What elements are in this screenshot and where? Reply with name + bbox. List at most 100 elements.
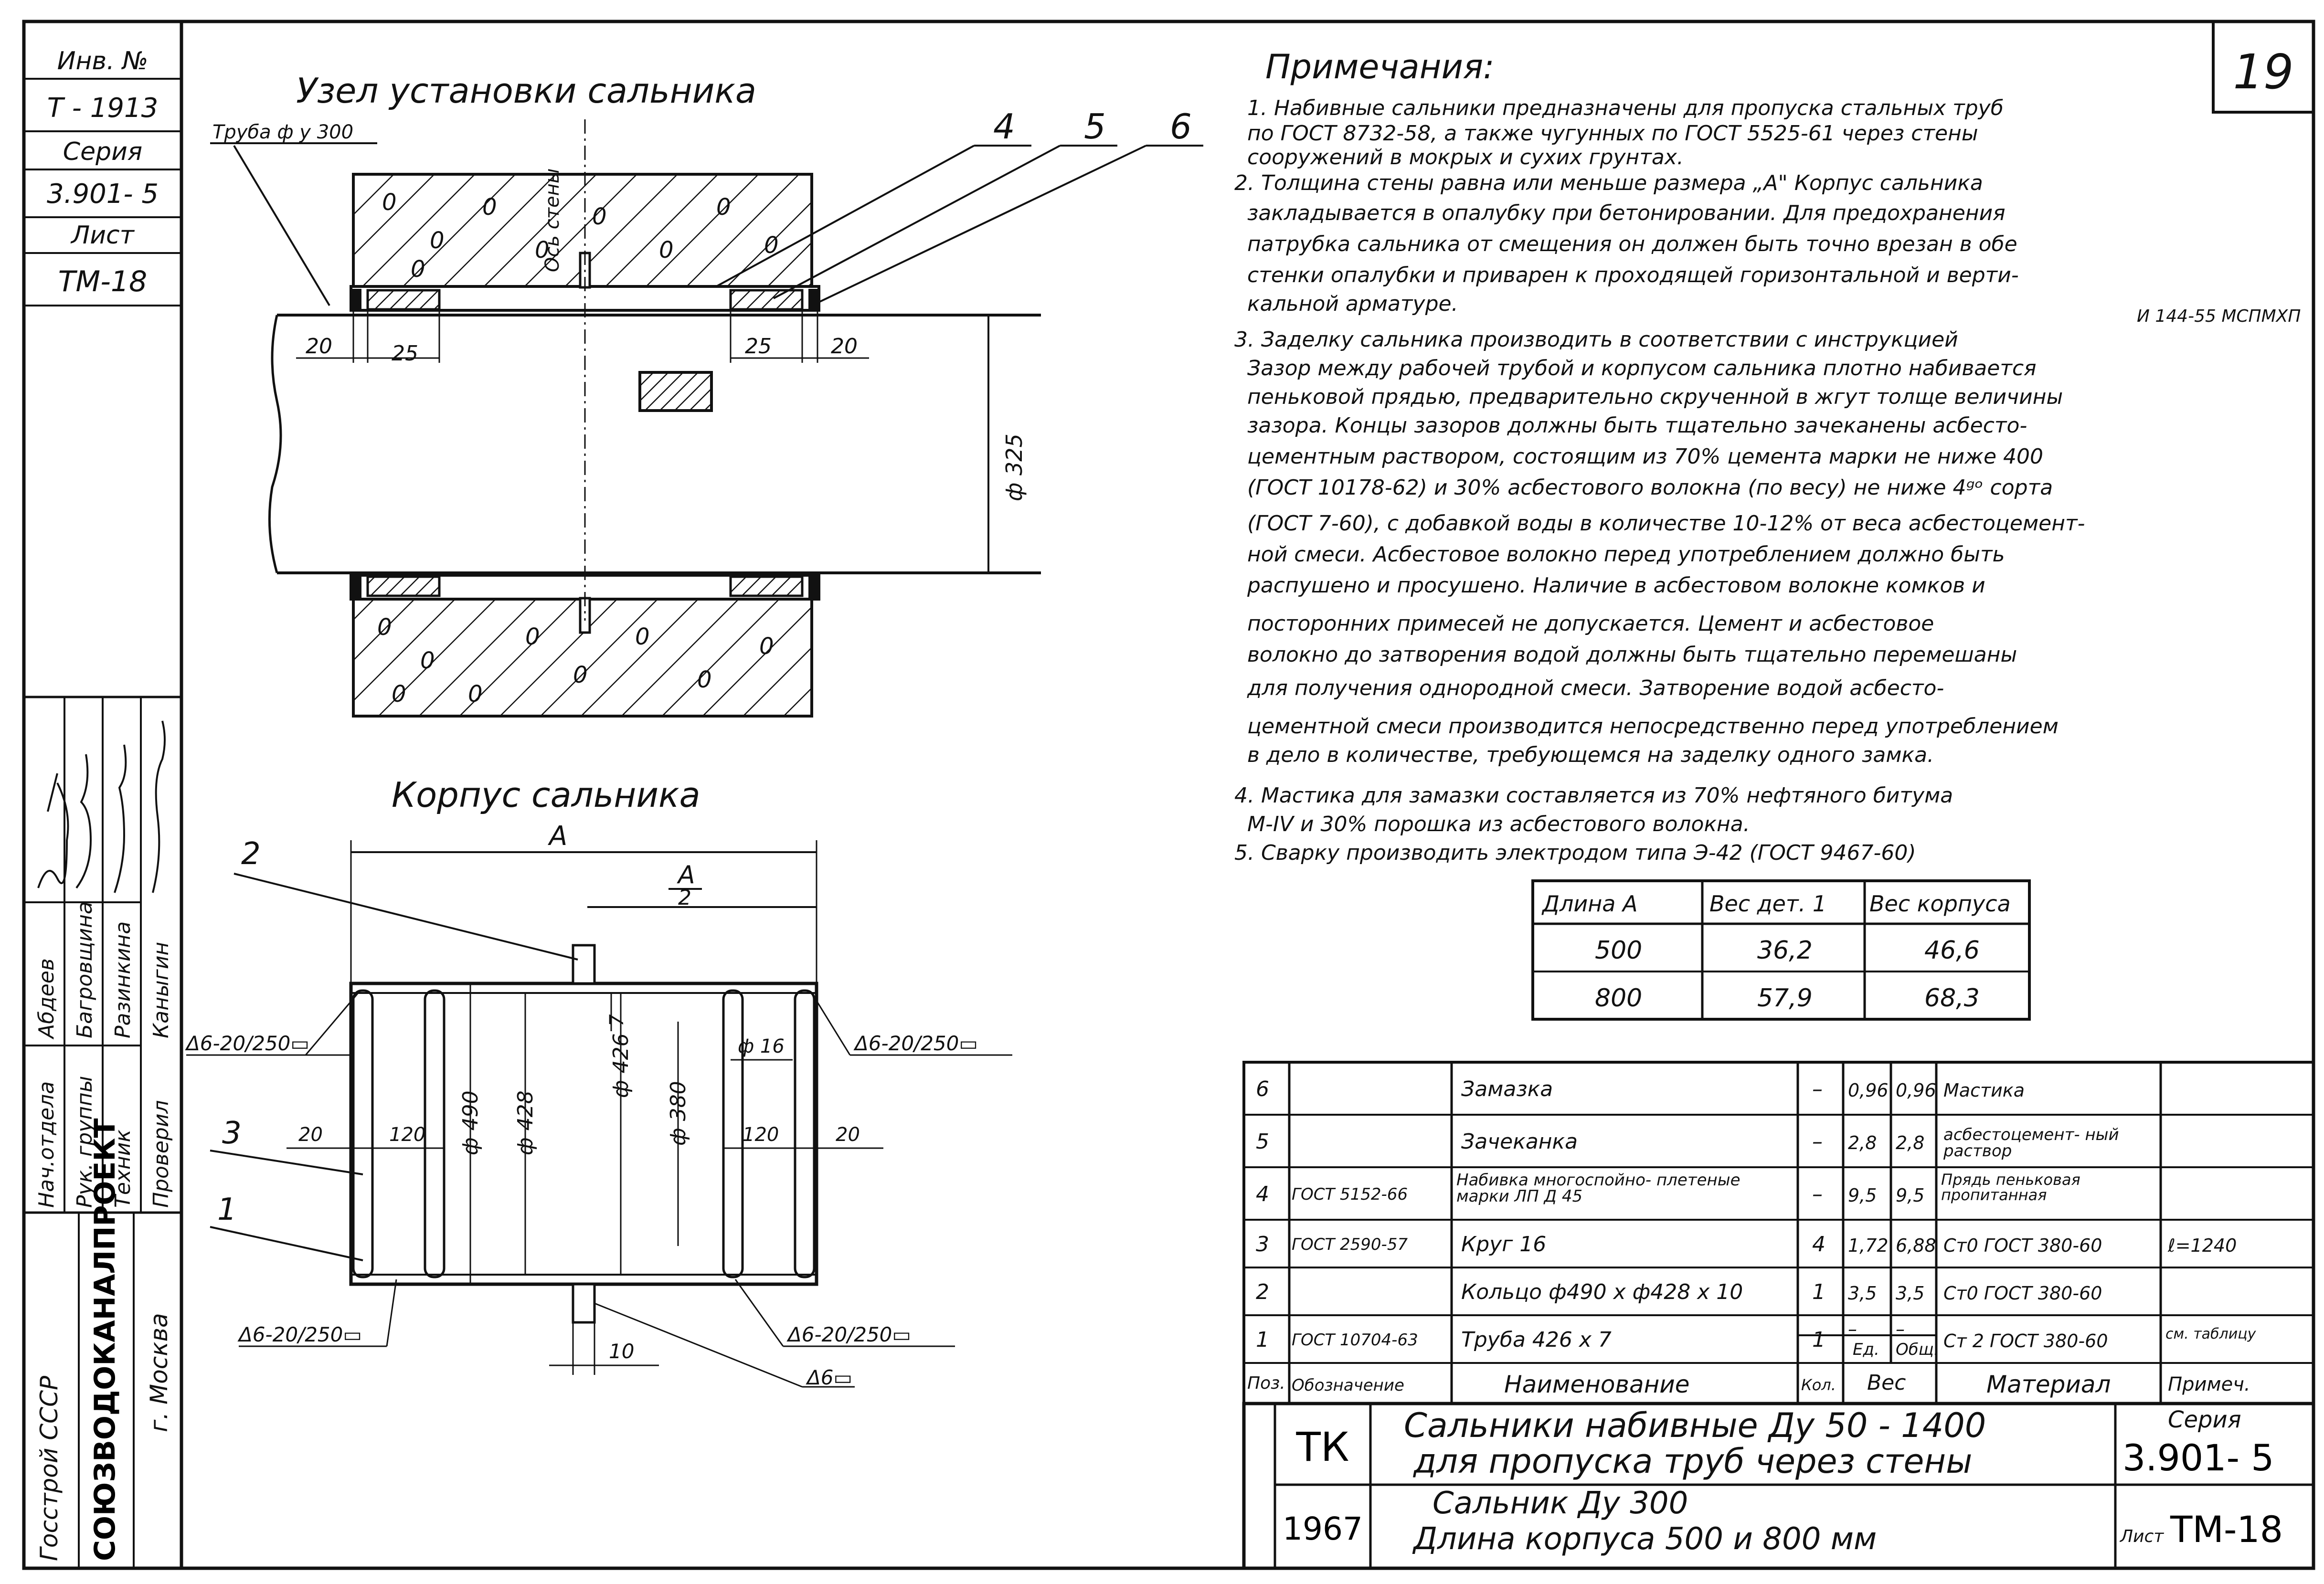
tb-tk: ТК — [1296, 1424, 1349, 1470]
spec-doc-4: ГОСТ 5152-66 — [1292, 1185, 1408, 1204]
svg-text:0: 0 — [482, 194, 497, 221]
tb-sheet-label: Лист — [2119, 1527, 2164, 1546]
note-line-23: 4. Мастика для замазки составляется из 7… — [1234, 783, 1953, 808]
dim-a-half-den: 2 — [678, 886, 691, 910]
wt-header-body: Вес корпуса — [1869, 891, 2011, 917]
spec-unit-5: 2,8 — [1848, 1132, 1877, 1153]
spec-note-1: см. таблицу — [2165, 1326, 2256, 1342]
weld-bottom-right: Δ6-20/250▭ — [786, 1323, 911, 1346]
dim-phi-428: ф 428 — [513, 1090, 538, 1155]
spec-qty-1: 1 — [1812, 1328, 1825, 1352]
name-4: Каныгин — [149, 942, 173, 1038]
dim-phi-490: ф 490 — [458, 1090, 483, 1155]
spec-unit-3: 1,72 — [1848, 1235, 1889, 1256]
signature-4 — [152, 720, 166, 893]
note-line-2: по ГОСТ 8732-58, а также чугунных по ГОС… — [1247, 121, 1978, 146]
note-line-16: ной смеси. Асбестовое волокно перед упот… — [1247, 542, 2005, 567]
spec-doc-3: ГОСТ 2590-57 — [1292, 1235, 1408, 1254]
spec-pos-4: 4 — [1256, 1182, 1269, 1206]
callout-3: 3 — [222, 1116, 242, 1151]
spec-weight-unit-label: Ед. — [1853, 1340, 1879, 1359]
org-soyuzvodokanalproekt: СОЮЗВОДОКАНАЛПРОЕКТ — [88, 1119, 122, 1561]
pipe-label: Труба ф у 300 — [212, 121, 353, 143]
note-line-3: сооружений в мокрых и сухих грунтах. — [1247, 145, 1684, 169]
dim-h-20-right: 20 — [836, 1124, 860, 1146]
svg-text:0: 0 — [716, 194, 731, 221]
packing-top-right — [729, 289, 804, 311]
spec-mat-4: Прядь пеньковая пропитанная — [1941, 1171, 2080, 1204]
sheet-value: ТМ-18 — [58, 265, 147, 298]
note-line-14: (ГОСТ 10178-62) и 30% асбестового волокн… — [1247, 475, 2053, 500]
dim-phi-426: ф 426 — [609, 1033, 633, 1098]
wt-row2-length: 800 — [1595, 984, 1643, 1013]
spec-pos-1: 1 — [1256, 1328, 1269, 1352]
dim-left-25: 25 — [392, 341, 418, 366]
org-moscow: г. Москва — [145, 1313, 173, 1432]
note-line-8: кальной арматуре. — [1247, 292, 1458, 316]
note-line-6: патрубка сальника от смещения он должен … — [1247, 232, 2017, 256]
wt-row1-body: 46,6 — [1924, 936, 1980, 965]
svg-text:0: 0 — [764, 232, 779, 259]
title-block: ТК 1967 Сальники набивные Ду 50 - 1400 д… — [1242, 1402, 2315, 1570]
wt-header-length: Длина А — [1542, 891, 1638, 917]
svg-text:0: 0 — [535, 237, 550, 264]
note-line-11: пеньковой прядью, предварительно скручен… — [1247, 385, 2063, 409]
svg-text:0: 0 — [392, 681, 406, 708]
packing-bottom-left — [366, 575, 441, 597]
note-line-1: 1. Набивные сальники предназначены для п… — [1247, 96, 2004, 120]
page-number-box — [2212, 20, 2315, 114]
tb-title-2: для пропуска труб через стены — [1413, 1442, 1972, 1481]
notes-title: Примечания: — [1265, 47, 1495, 86]
spec-h-qty: Кол. — [1801, 1376, 1836, 1394]
spec-weight-total-label: Общ. — [1896, 1340, 1939, 1359]
page-number: 19 — [2233, 44, 2293, 100]
sheet-label: Лист — [70, 221, 135, 250]
dim-right-25: 25 — [745, 334, 772, 359]
spec-mat-2: Ст0 ГОСТ 380-60 — [1943, 1283, 2102, 1304]
svg-text:0: 0 — [659, 237, 674, 264]
wt-row1-length: 500 — [1595, 936, 1643, 965]
svg-text:0: 0 — [382, 189, 397, 216]
note-ref: И 144-55 МСПМХП — [2137, 306, 2301, 326]
note-line-21: цементной смеси производится непосредств… — [1247, 714, 2059, 739]
spec-h-material: Материал — [1986, 1371, 2111, 1398]
callout-2: 2 — [241, 836, 261, 872]
wt-row2-body: 68,3 — [1924, 984, 1980, 1013]
tb-year: 1967 — [1283, 1510, 1363, 1547]
svg-text:0: 0 — [525, 623, 540, 650]
dim-h-20-left: 20 — [298, 1124, 323, 1146]
svg-text:0: 0 — [377, 614, 392, 641]
spec-mat-3: Ст0 ГОСТ 380-60 — [1943, 1235, 2102, 1256]
svg-text:0: 0 — [411, 256, 425, 283]
role-group: Рук. группы — [73, 1076, 97, 1208]
spec-h-note: Примеч. — [2168, 1373, 2250, 1395]
left-stamp: Инв. № Т - 1913 Серия 3.901- 5 Лист ТМ-1… — [22, 20, 183, 1570]
spec-name-4: Набивка многоспойно- плетеные марки ЛП Д… — [1456, 1171, 1740, 1206]
name-1: Абдеев — [34, 958, 59, 1040]
name-3: Разинкина — [111, 921, 135, 1038]
note-line-19: волокно до затворения водой должны быть … — [1247, 643, 2017, 667]
wt-header-part: Вес дет. 1 — [1709, 891, 1827, 917]
callout-5: 5 — [1084, 106, 1106, 147]
note-line-20: для получения однородной смеси. Затворен… — [1247, 676, 1944, 700]
note-line-15: (ГОСТ 7-60), с добавкой воды в количеств… — [1247, 511, 2085, 536]
signature-2 — [75, 754, 92, 889]
dim-left-20: 20 — [306, 334, 332, 359]
spec-qty-6: – — [1812, 1077, 1823, 1101]
spec-qty-4: – — [1812, 1182, 1823, 1206]
dim-h-120-left: 120 — [389, 1124, 425, 1146]
note-line-13: цементным раствором, состоящим из 70% це… — [1247, 444, 2043, 469]
spec-name-6: Замазка — [1461, 1077, 1553, 1101]
role-check: Проверил — [149, 1100, 173, 1208]
wt-row2-part: 57,9 — [1757, 984, 1813, 1013]
dim-right-20: 20 — [831, 334, 858, 359]
inv-no: Т - 1913 — [47, 93, 159, 124]
series-label: Серия — [63, 137, 142, 166]
wt-row1-part: 36,2 — [1757, 936, 1813, 965]
weld-ring: Δ6▭ — [806, 1366, 852, 1389]
spec-doc-1: ГОСТ 10704-63 — [1292, 1331, 1418, 1350]
spec-qty-3: 4 — [1812, 1232, 1825, 1257]
role-head: Нач.отдела — [34, 1081, 59, 1208]
tb-sheet: ТМ-18 — [2170, 1508, 2283, 1551]
drawing-2-title: Корпус сальника — [392, 775, 700, 815]
